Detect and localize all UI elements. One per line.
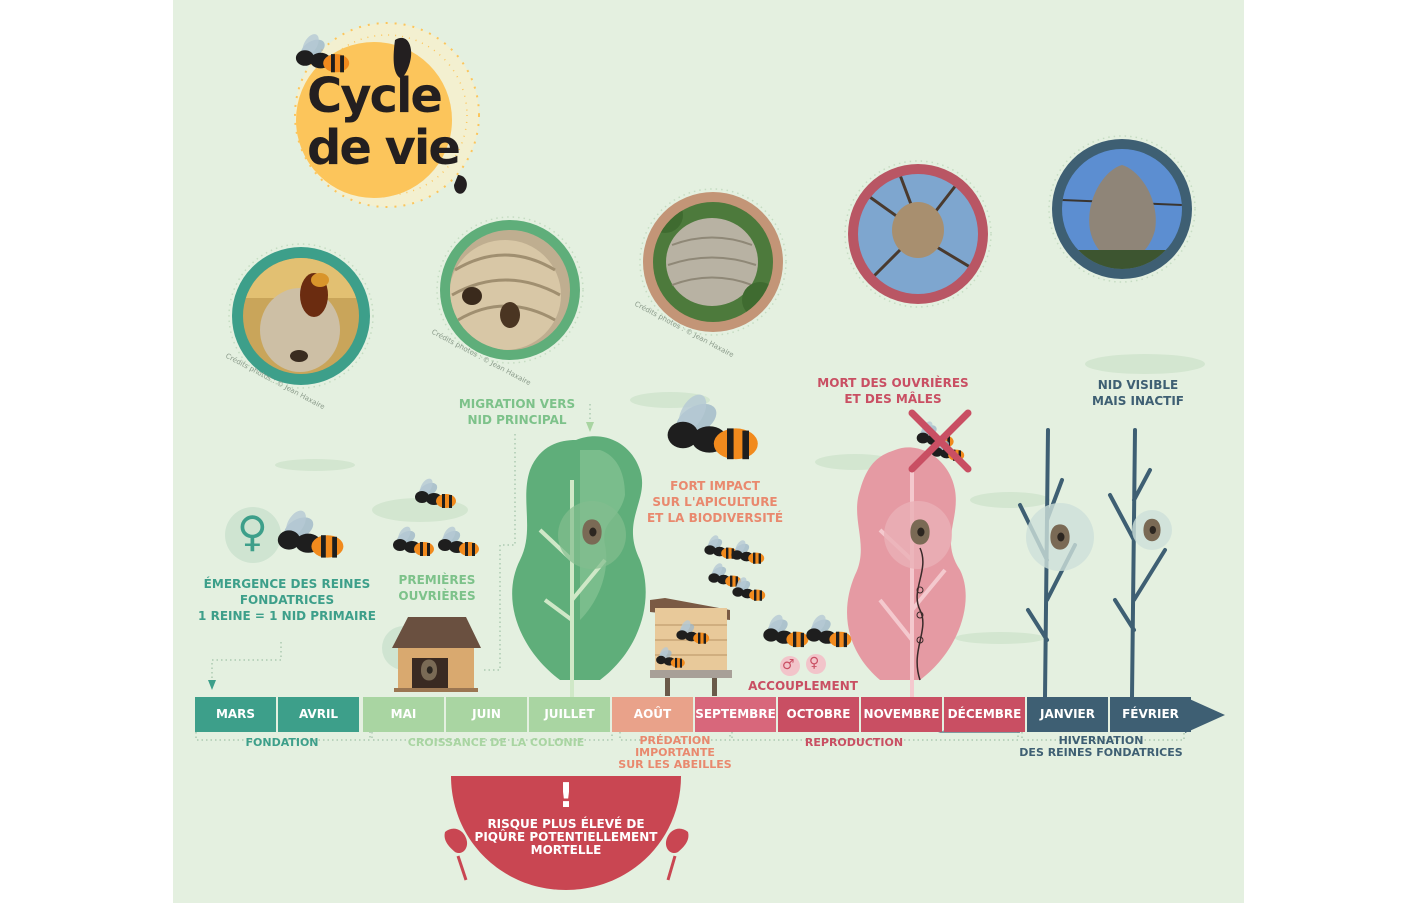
label-line: RISQUE PLUS ÉLEVÉ DE	[487, 817, 645, 831]
label-line: PIQÛRE POTENTIELLEMENT	[474, 830, 658, 844]
label-line: PRÉDATION	[639, 734, 711, 747]
label-line: ET DES MÂLES	[844, 392, 942, 406]
autumn-tree-icon	[847, 447, 966, 697]
label-mort: MORT DES OUVRIÈRES ET DES MÂLES	[817, 375, 968, 407]
risk-text: RISQUE PLUS ÉLEVÉ DE PIQÛRE POTENTIELLEM…	[475, 818, 658, 857]
label-line: NID VISIBLE	[1097, 378, 1179, 392]
risk-badge	[444, 776, 689, 890]
phase-predation: PRÉDATION IMPORTANTE SUR LES ABEILLES	[618, 735, 731, 771]
phase-croissance: CROISSANCE DE LA COLONIE	[407, 736, 585, 749]
label-line: PREMIÈRES	[398, 573, 476, 587]
phase-fondation: FONDATION	[245, 736, 319, 749]
label-line: DES REINES FONDATRICES	[1019, 746, 1183, 759]
primary-nest-house-icon	[382, 617, 481, 692]
dead-workers-icon	[908, 409, 972, 473]
label-line: ÉMERGENCE DES REINES	[203, 577, 371, 591]
label-line: FORT IMPACT	[670, 479, 760, 493]
hornet-swarm-icon	[704, 533, 766, 601]
month-cell: MAI	[363, 697, 444, 732]
female-symbol-icon: ♀	[809, 655, 820, 671]
label-line: FONDATRICES	[239, 593, 335, 607]
risk-exclamation-icon: !	[558, 776, 574, 816]
label-emergence: ÉMERGENCE DES REINES FONDATRICES 1 REINE…	[198, 576, 376, 624]
mating-hornets-icon	[763, 612, 852, 676]
winter-nest-icon	[1143, 518, 1161, 542]
label-line: SUR LES ABEILLES	[618, 758, 732, 771]
month-cell: JUILLET	[529, 697, 610, 732]
photo-reproduction	[844, 160, 992, 308]
page-title: Cycle de vie	[307, 68, 461, 176]
phase-reproduction: REPRODUCTION	[804, 736, 904, 749]
label-line: MORTELLE	[530, 843, 602, 857]
label-nid-visible: NID VISIBLE MAIS INACTIF	[1092, 377, 1184, 409]
female-symbol-bubble	[225, 507, 281, 563]
month-cell: MARS	[195, 697, 276, 732]
photo-croissance	[436, 216, 584, 364]
label-fort-impact: FORT IMPACT SUR L'APICULTURE ET LA BIODI…	[647, 478, 783, 526]
photo-fondation	[228, 243, 374, 389]
phase-hivernation: HIVERNATION DES REINES FONDATRICES	[1019, 735, 1182, 759]
sun-badge	[294, 22, 480, 208]
month-cell: SEPTEMBRE	[695, 697, 776, 732]
label-migration: MIGRATION VERS NID PRINCIPAL	[459, 396, 575, 428]
month-cell: AOÛT	[612, 697, 693, 732]
label-line: ET LA BIODIVERSITÉ	[646, 511, 784, 525]
label-line: NID PRINCIPAL	[467, 413, 567, 427]
beehive-icon	[650, 598, 732, 696]
winter-nest-icon	[1050, 524, 1070, 550]
female-symbol-icon: ♀	[237, 507, 268, 556]
month-cell: FÉVRIER	[1110, 697, 1191, 732]
photo-migration	[639, 188, 787, 336]
label-line: IMPORTANTE	[635, 746, 715, 759]
month-cell: DÉCEMBRE	[944, 697, 1025, 732]
month-cell: OCTOBRE	[778, 697, 859, 732]
label-line: OUVRIÈRES	[398, 589, 476, 603]
arrow-down-icon	[208, 680, 216, 690]
queen-hornet-icon	[277, 507, 344, 558]
male-symbol-icon: ♂	[782, 657, 795, 673]
month-cell: JUIN	[446, 697, 527, 732]
label-line: MIGRATION VERS	[458, 397, 576, 411]
timeline-arrow-icon	[1185, 697, 1225, 733]
arrow-down-icon	[586, 422, 594, 432]
month-cell: NOVEMBRE	[861, 697, 942, 732]
leader-lines	[195, 404, 1185, 741]
title-line-1: Cycle	[307, 68, 443, 124]
month-cell: JANVIER	[1027, 697, 1108, 732]
label-accouplement: ACCOUPLEMENT	[748, 679, 858, 693]
label-line: MORT DES OUVRIÈRES	[817, 376, 969, 390]
label-premieres-ouvrieres: PREMIÈRES OUVRIÈRES	[398, 572, 475, 604]
photo-hivernation	[1048, 135, 1196, 283]
label-line: MAIS INACTIF	[1092, 394, 1184, 408]
label-line: HIVERNATION	[1058, 734, 1144, 747]
month-cell: AVRIL	[278, 697, 359, 732]
label-line: SUR L'APICULTURE	[652, 495, 778, 509]
title-line-2: de vie	[307, 120, 461, 176]
label-line: 1 REINE = 1 NID PRIMAIRE	[198, 609, 376, 623]
summer-tree-icon	[512, 436, 646, 697]
